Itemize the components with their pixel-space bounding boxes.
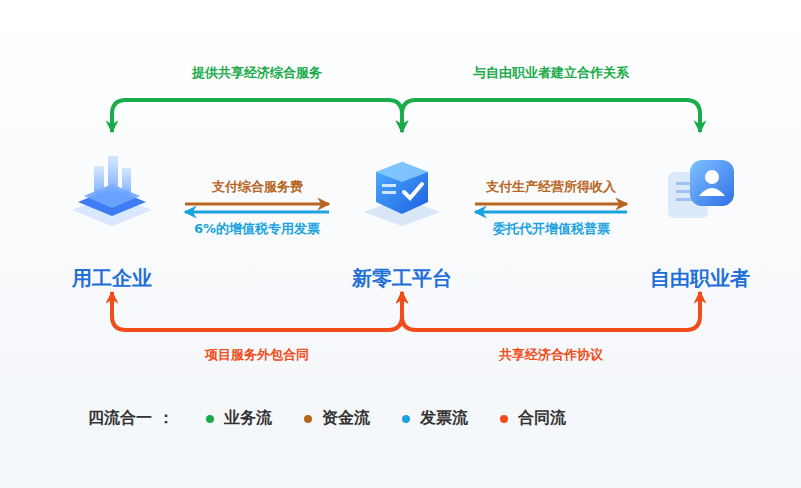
edge-label: 与自由职业者建立合作关系: [470, 64, 632, 82]
edge-label: 提供共享经济综合服务: [189, 64, 325, 82]
edge-label: 项目服务外包合同: [202, 346, 312, 364]
legend-swatch: [402, 415, 410, 423]
edge-label: 6%的增值税专用发票: [191, 220, 323, 238]
flow-connector: [475, 203, 627, 206]
flow-connector: [402, 292, 700, 330]
legend-text: 合同流: [518, 408, 566, 429]
flow-connector: [112, 100, 402, 132]
legend-text: 业务流: [224, 408, 272, 429]
flow-connector: [402, 100, 700, 132]
actor-icon: [66, 150, 158, 230]
node-title: 自由职业者: [635, 265, 765, 292]
legend-item: 资金流: [304, 408, 370, 429]
legend-swatch: [500, 415, 508, 423]
legend-item: 合同流: [500, 408, 566, 429]
legend-text: 资金流: [322, 408, 370, 429]
flow-connector: [112, 292, 402, 330]
actor-node: 新零工平台: [337, 132, 467, 292]
legend-heading: 四流合一 ：: [88, 408, 174, 429]
actor-icon: [654, 150, 746, 230]
node-title: 用工企业: [47, 265, 177, 292]
flow-connector: [475, 211, 627, 214]
actor-node: 用工企业: [47, 132, 177, 292]
legend-text: 发票流: [420, 408, 468, 429]
legend-swatch: [206, 415, 214, 423]
node-title: 新零工平台: [337, 265, 467, 292]
legend-swatch: [304, 415, 312, 423]
edge-label: 支付生产经营所得收入: [483, 178, 619, 196]
actor-icon: [356, 150, 448, 230]
flow-connector: [185, 211, 329, 214]
actor-node: 自由职业者: [635, 132, 765, 292]
legend: 四流合一 ： 业务流 资金流 发票流 合同流: [88, 408, 566, 429]
flow-connector: [185, 203, 329, 206]
legend-item: 业务流: [206, 408, 272, 429]
edge-label: 共享经济合作协议: [496, 346, 606, 364]
edge-label: 支付综合服务费: [209, 178, 306, 196]
legend-item: 发票流: [402, 408, 468, 429]
edge-label: 委托代开增值税普票: [490, 220, 613, 238]
